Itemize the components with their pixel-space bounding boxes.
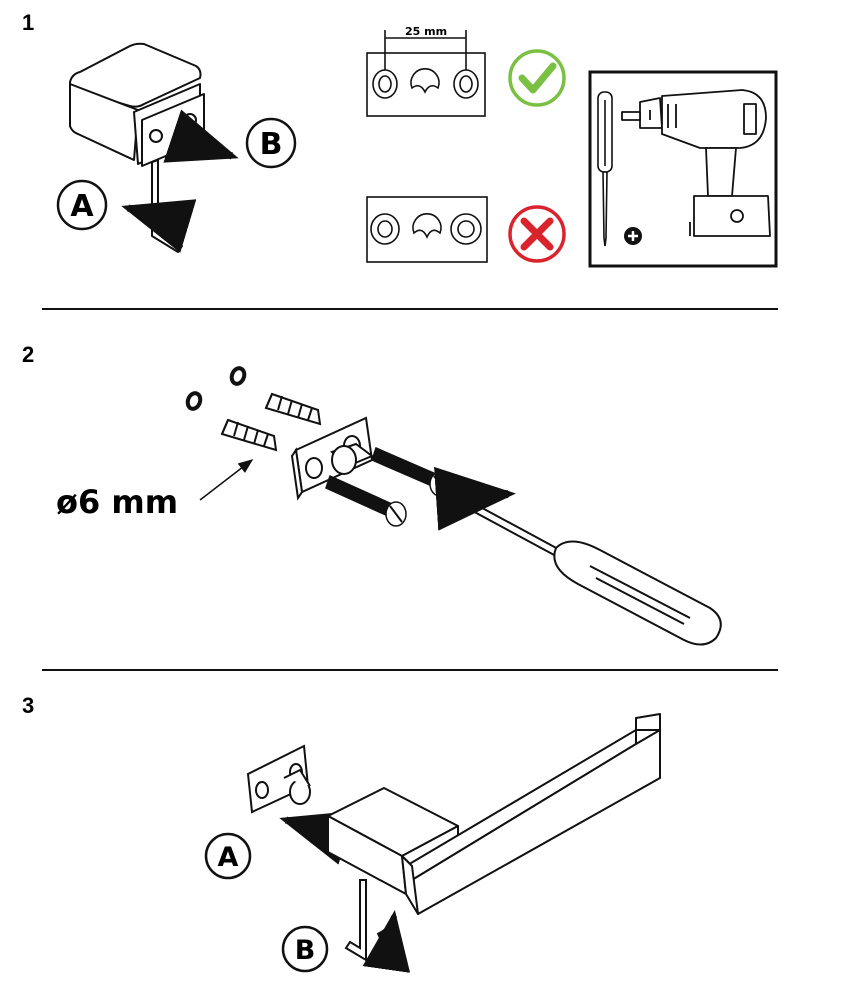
mount-arrow-icon xyxy=(279,810,355,865)
cross-mark-icon xyxy=(508,205,566,263)
svg-text:B: B xyxy=(260,127,283,162)
label-b-circle-1: B xyxy=(245,117,297,169)
correct-plate-illustration xyxy=(366,30,486,117)
screwdriver-illustration xyxy=(455,495,722,646)
step-number-2: 2 xyxy=(22,342,35,367)
drill-diameter-label: ø6 mm xyxy=(56,483,178,521)
label-a-circle-3: A xyxy=(204,832,252,880)
screwdriver-icon xyxy=(597,91,613,247)
plus-icon xyxy=(624,227,642,245)
label-a-circle-1: A xyxy=(56,179,108,231)
wall-bracket-illustration xyxy=(246,744,311,814)
incorrect-plate-illustration xyxy=(366,196,488,263)
paper-holder-illustration xyxy=(327,713,661,915)
label-b-circle-3: B xyxy=(281,925,329,973)
drill-icon xyxy=(621,89,771,237)
step-divider-2 xyxy=(42,669,778,671)
tools-box xyxy=(588,70,778,268)
key-rotate-arrow-icon xyxy=(362,910,411,973)
mounting-plate-illustration xyxy=(290,416,374,501)
rotate-arrow-icon xyxy=(121,199,197,253)
step-number-1: 1 xyxy=(22,10,35,35)
check-mark-icon xyxy=(508,49,566,107)
svg-text:A: A xyxy=(218,842,239,873)
step-divider-1 xyxy=(42,308,778,310)
svg-text:B: B xyxy=(295,935,316,966)
screw-rotate-arrow-icon xyxy=(434,466,516,531)
spacing-label: 25 mm xyxy=(405,25,447,38)
hex-key-illustration xyxy=(344,879,367,962)
diameter-pointer-icon xyxy=(199,459,254,501)
svg-text:A: A xyxy=(70,189,94,224)
wall-plug-icons xyxy=(220,392,322,452)
washer-icons xyxy=(185,366,247,411)
step-number-3: 3 xyxy=(22,693,35,718)
pull-arrow-icon xyxy=(163,109,239,163)
